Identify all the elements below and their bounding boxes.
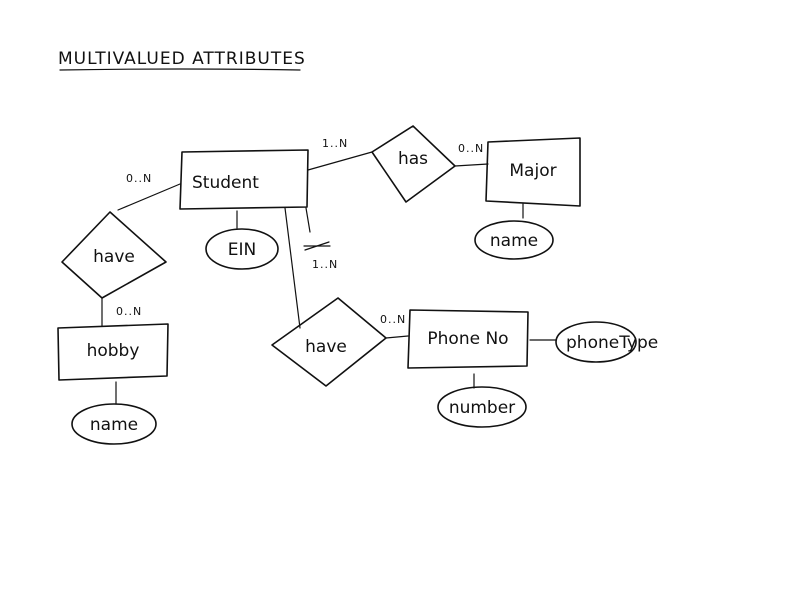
attribute-ein: EIN [205,210,279,270]
entity-phone: Phone No [407,309,529,369]
student-have-phone-tick [305,207,311,233]
student-label: Student [192,173,259,193]
entity-student: Student [179,149,309,210]
have-phone-cardinality: 0..N [380,313,406,326]
relationship-has-major: has [371,125,456,203]
have-phone-line [385,335,409,339]
ein-ellipse [205,228,279,270]
phone-type-label: phoneType [566,333,658,353]
hobby-box [57,323,169,381]
relationship-have-hobby: have [61,211,167,299]
phone-number-ellipse [437,386,527,428]
relationship-have-phone: have [271,297,387,387]
phone-box [407,309,529,369]
title-underline [59,68,301,71]
have-phone-label: have [305,337,347,357]
hobby-name-ellipse [71,403,157,445]
hobby-name-label: name [90,415,138,435]
student-has-line [307,151,373,171]
major-label: Major [509,161,556,181]
attribute-hobby-name: name [71,381,157,445]
phone-number-label: number [449,398,515,418]
have-hobby-diamond [61,211,167,299]
entity-hobby: hobby [57,323,169,381]
phone-label: Phone No [427,329,508,349]
student-have-phone-line [284,207,301,329]
ein-label: EIN [228,240,256,260]
student-phone-cardinality: 1..N [312,258,338,271]
student-hobby-line [117,183,181,211]
have-hobby-label: have [93,247,135,267]
diagram-title: MULTIVALUED ATTRIBUTES [58,49,306,69]
crossed-out-mark-2 [304,241,330,251]
hobby-label: hobby [87,341,140,361]
major-box [485,137,581,207]
have-hobby-cardinality: 0..N [116,305,142,318]
student-has-cardinality: 1..N [322,137,348,150]
phone-type-ellipse [555,321,637,363]
major-name-label: name [490,231,538,251]
entity-major: Major [485,137,581,207]
attribute-phone-number: number [437,373,527,428]
attribute-major-name: name [474,203,554,260]
has-major-cardinality: 0..N [458,142,484,155]
has-major-line [454,163,489,167]
has-label: has [398,149,428,169]
attribute-phone-type: phoneType [529,321,658,363]
student-box [179,149,309,210]
student-hobby-cardinality: 0..N [126,172,152,185]
major-name-ellipse [474,220,554,260]
